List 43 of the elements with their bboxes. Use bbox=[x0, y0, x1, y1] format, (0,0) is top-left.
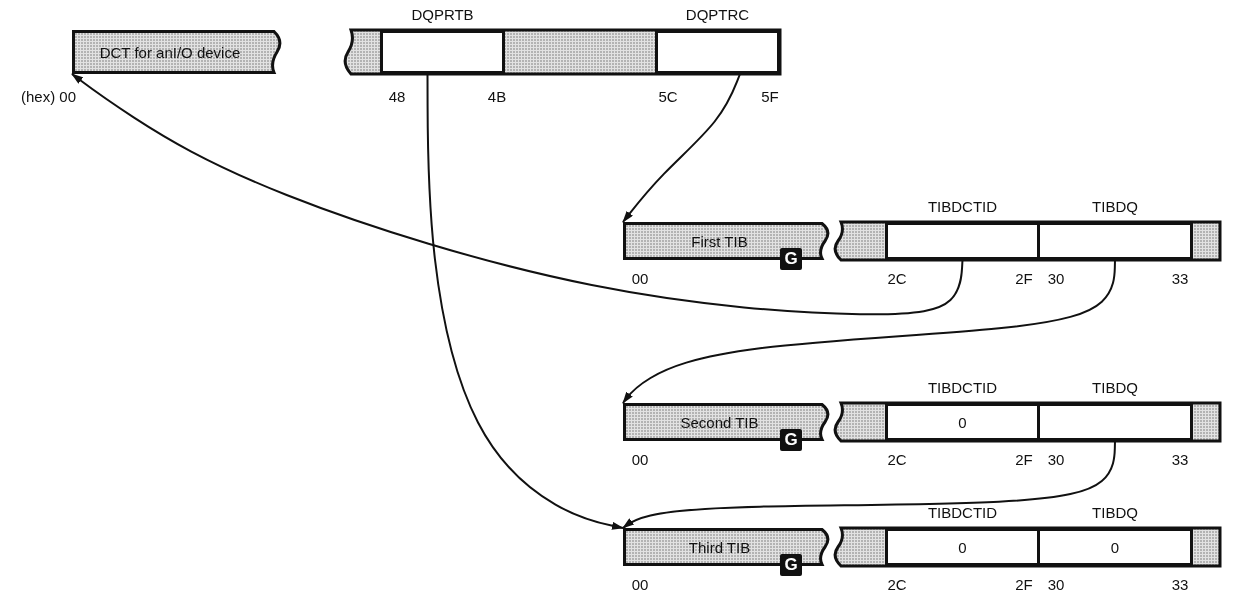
offset-label: 2C bbox=[887, 576, 907, 590]
field-name: TIBDQ bbox=[1091, 198, 1139, 216]
field-name: DQPRTB bbox=[410, 6, 475, 24]
pointer-arrow bbox=[622, 259, 1116, 404]
offset-label: 00 bbox=[631, 576, 649, 590]
offset-label: 30 bbox=[1047, 451, 1065, 469]
offset-label: 5C bbox=[658, 88, 678, 106]
offset-label: 00 bbox=[631, 451, 649, 469]
block-label: Second TIB bbox=[679, 413, 760, 431]
block-label: Third TIB bbox=[687, 538, 752, 556]
field-name: TIBDQ bbox=[1091, 379, 1139, 397]
field-name: TIBDCTID bbox=[926, 504, 999, 522]
field-value-cell: 0 bbox=[885, 403, 1040, 441]
offset-label: 00 bbox=[631, 270, 649, 288]
offset-label: 30 bbox=[1047, 576, 1065, 590]
block-label: First TIB bbox=[690, 232, 749, 250]
offset-label: (hex) 00 bbox=[20, 88, 76, 106]
field-value-cell: 0 bbox=[1037, 528, 1193, 566]
offset-label: 48 bbox=[388, 88, 406, 106]
offset-label: 33 bbox=[1171, 270, 1189, 288]
field-name: TIBDQ bbox=[1091, 504, 1139, 522]
field-name: TIBDCTID bbox=[926, 379, 999, 397]
pointer-arrow bbox=[426, 73, 624, 530]
pointer-arrow bbox=[71, 73, 964, 316]
field-value-cell: 0 bbox=[885, 528, 1040, 566]
offset-label: 33 bbox=[1171, 451, 1189, 469]
offset-label: 5F bbox=[761, 88, 779, 106]
offset-label: 2C bbox=[887, 270, 907, 288]
field-name: DQPTRC bbox=[684, 6, 751, 24]
offset-label: 2F bbox=[1015, 270, 1033, 288]
block-label: DCT for anI/O device bbox=[98, 43, 242, 61]
pointer-arrow bbox=[622, 73, 741, 223]
offset-label: 2F bbox=[1015, 451, 1033, 469]
letter-badge: G bbox=[780, 554, 802, 576]
offset-label: 4B bbox=[487, 88, 507, 106]
offset-label: 2F bbox=[1015, 576, 1033, 590]
letter-badge: G bbox=[780, 429, 802, 451]
letter-badge: G bbox=[780, 248, 802, 270]
offset-label: 30 bbox=[1047, 270, 1065, 288]
field-name: TIBDCTID bbox=[926, 198, 999, 216]
pointer-arrow bbox=[622, 440, 1116, 529]
offset-label: 2C bbox=[887, 451, 907, 469]
offset-label: 33 bbox=[1171, 576, 1189, 590]
